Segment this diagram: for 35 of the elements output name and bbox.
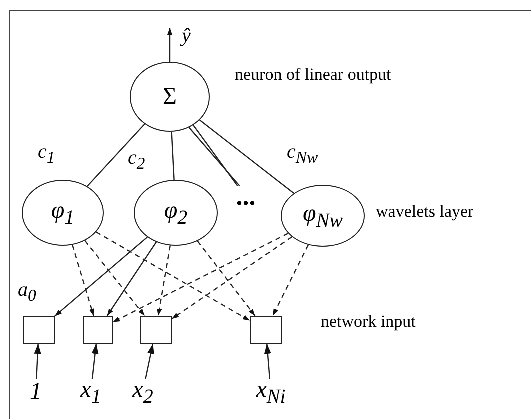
input-variable: x$_{1}$ <box>78 379 104 405</box>
layer-caption: neuron of linear output <box>235 66 392 83</box>
dashed-connection <box>84 240 146 316</box>
wavelet-neuron: φ$_{2}$ <box>134 180 218 246</box>
connection-line <box>92 344 99 380</box>
connection-line <box>200 120 294 194</box>
connection-line <box>264 344 272 380</box>
connection-line <box>34 344 42 380</box>
input-variable: x$_{2}$ <box>130 379 156 405</box>
dashed-connection <box>197 240 256 316</box>
dashed-connection <box>157 246 171 316</box>
connection-line <box>145 344 154 380</box>
connection-line <box>54 236 148 317</box>
connection-line <box>168 28 172 62</box>
input-value: 1 <box>29 379 43 405</box>
connection-line <box>87 124 146 187</box>
connection-line <box>106 242 157 316</box>
dashed-connection <box>72 244 94 316</box>
layer-caption: wavelets layer <box>376 203 474 220</box>
wavelet-neuron: φ$_{1}$ <box>22 180 104 246</box>
input-box <box>83 316 113 344</box>
dashed-connection <box>112 233 289 323</box>
layer-caption: network input <box>321 313 416 330</box>
dashed-connection <box>272 244 309 316</box>
wavelet-neuron: φ$_{Nw}$ <box>281 185 365 247</box>
input-box <box>23 316 55 344</box>
input-box <box>250 316 282 344</box>
input-box <box>140 316 172 344</box>
connection-line <box>171 132 175 180</box>
input-variable: x$_{Ni}$ <box>253 379 289 405</box>
dashed-connection <box>96 232 250 322</box>
edge-label: ŷ <box>182 26 191 46</box>
summation-neuron: Σ <box>130 62 210 132</box>
dashed-connection <box>172 236 292 320</box>
ellipsis: ... <box>225 186 267 206</box>
